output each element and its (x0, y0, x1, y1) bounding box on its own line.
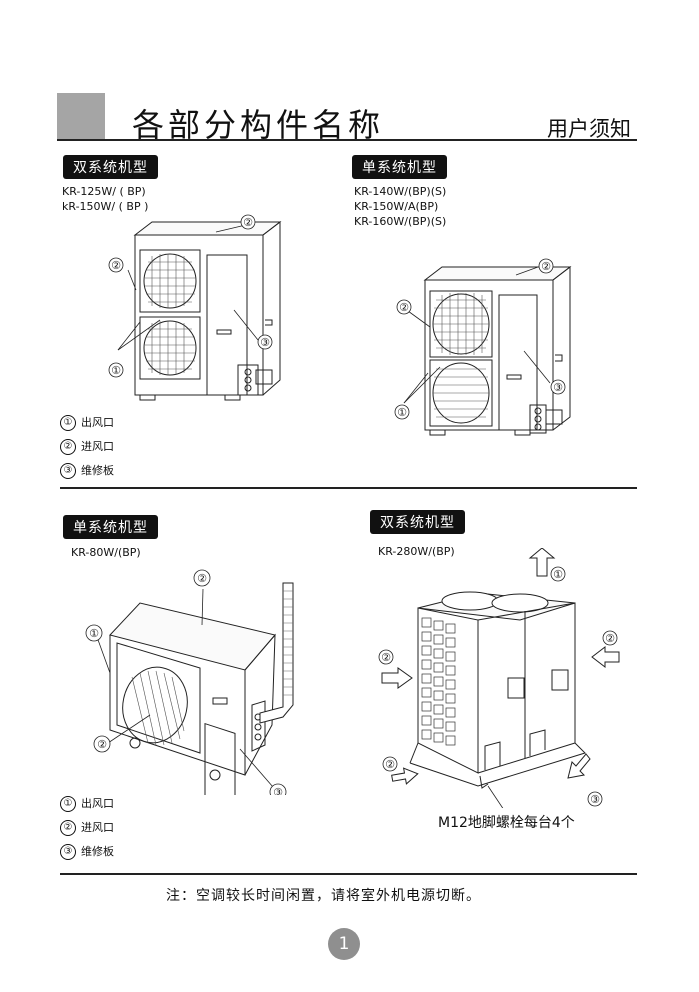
callout-2: ② (381, 651, 391, 664)
callout-2: ② (243, 216, 253, 229)
unit-illustration-large-top-fan: ① ② ② ② ③ (378, 548, 620, 808)
legend-item: ① 出风口 (60, 411, 114, 435)
legend-number: ② (60, 820, 76, 836)
model-name: KR-80W/(BP) (71, 546, 141, 559)
legend-item: ① 出风口 (60, 792, 114, 816)
legend-number: ① (60, 415, 76, 431)
model-list-3: KR-80W/(BP) (71, 545, 141, 560)
legend-number: ② (60, 439, 76, 455)
callout-2: ② (197, 572, 207, 585)
parts-legend-bottom: ① 出风口 ② 进风口 ③ 维修板 (60, 792, 114, 864)
parts-legend-top: ① 出风口 ② 进风口 ③ 维修板 (60, 411, 114, 483)
model-list-2: KR-140W/(BP)(S) KR-150W/A(BP) KR-160W/(B… (354, 184, 446, 229)
anchor-bolt-note: M12地脚螺栓每台4个 (438, 815, 575, 831)
model-name: KR-125W/ ( BP) (62, 185, 146, 198)
page-number: 1 (328, 928, 360, 960)
callout-2: ② (605, 632, 615, 645)
callout-2: ② (97, 738, 107, 751)
callout-2: ② (111, 259, 121, 272)
legend-label: 出风口 (81, 416, 114, 429)
model-list-1: KR-125W/ ( BP) kR-150W/ ( BP ) (62, 184, 148, 214)
model-list-4: KR-280W/(BP) (378, 544, 455, 559)
legend-number: ③ (60, 844, 76, 860)
callout-2: ② (385, 758, 395, 771)
unit-illustration-small-perspective: ② ① ② ③ (85, 569, 294, 795)
page-title: 各部分构件名称 (132, 106, 385, 144)
model-name: KR-150W/A(BP) (354, 200, 439, 213)
section-tag-dual-1: 双系统机型 (63, 155, 158, 179)
footer-note: 注：空调较长时间闲置，请将室外机电源切断。 (166, 888, 481, 904)
callout-2: ② (541, 260, 551, 273)
model-name: KR-280W/(BP) (378, 545, 455, 558)
legend-number: ③ (60, 463, 76, 479)
model-name: KR-160W/(BP)(S) (354, 215, 447, 228)
model-name: kR-150W/ ( BP ) (62, 200, 149, 213)
callout-2: ② (399, 301, 409, 314)
legend-label: 出风口 (81, 797, 114, 810)
section-tag-dual-2: 双系统机型 (370, 510, 465, 534)
legend-number: ① (60, 796, 76, 812)
callout-1: ① (89, 627, 99, 640)
footer-divider (60, 873, 637, 875)
legend-label: 进风口 (81, 440, 114, 453)
legend-item: ② 进风口 (60, 435, 114, 459)
unit-illustration-single-fan-tall: ② ② ① ③ (394, 258, 572, 436)
unit-illustration-dual-fan: ② ② ① ③ (108, 214, 282, 401)
model-name: KR-140W/(BP)(S) (354, 185, 447, 198)
page-subtitle: 用户须知 (547, 117, 631, 141)
legend-item: ③ 维修板 (60, 459, 114, 483)
callout-1: ① (397, 406, 407, 419)
section-divider (60, 487, 637, 489)
legend-label: 进风口 (81, 821, 114, 834)
callout-1: ① (553, 568, 563, 581)
callout-1: ① (111, 364, 121, 377)
legend-item: ③ 维修板 (60, 840, 114, 864)
header-rule (57, 139, 637, 141)
legend-label: 维修板 (81, 464, 114, 477)
callout-3: ③ (260, 336, 270, 349)
header-gray-block (57, 93, 105, 139)
callout-3: ③ (553, 381, 563, 394)
legend-item: ② 进风口 (60, 816, 114, 840)
legend-label: 维修板 (81, 845, 114, 858)
callout-3: ③ (590, 793, 600, 806)
callout-3: ③ (273, 786, 283, 795)
section-tag-single-2: 单系统机型 (63, 515, 158, 539)
section-tag-single-1: 单系统机型 (352, 155, 447, 179)
